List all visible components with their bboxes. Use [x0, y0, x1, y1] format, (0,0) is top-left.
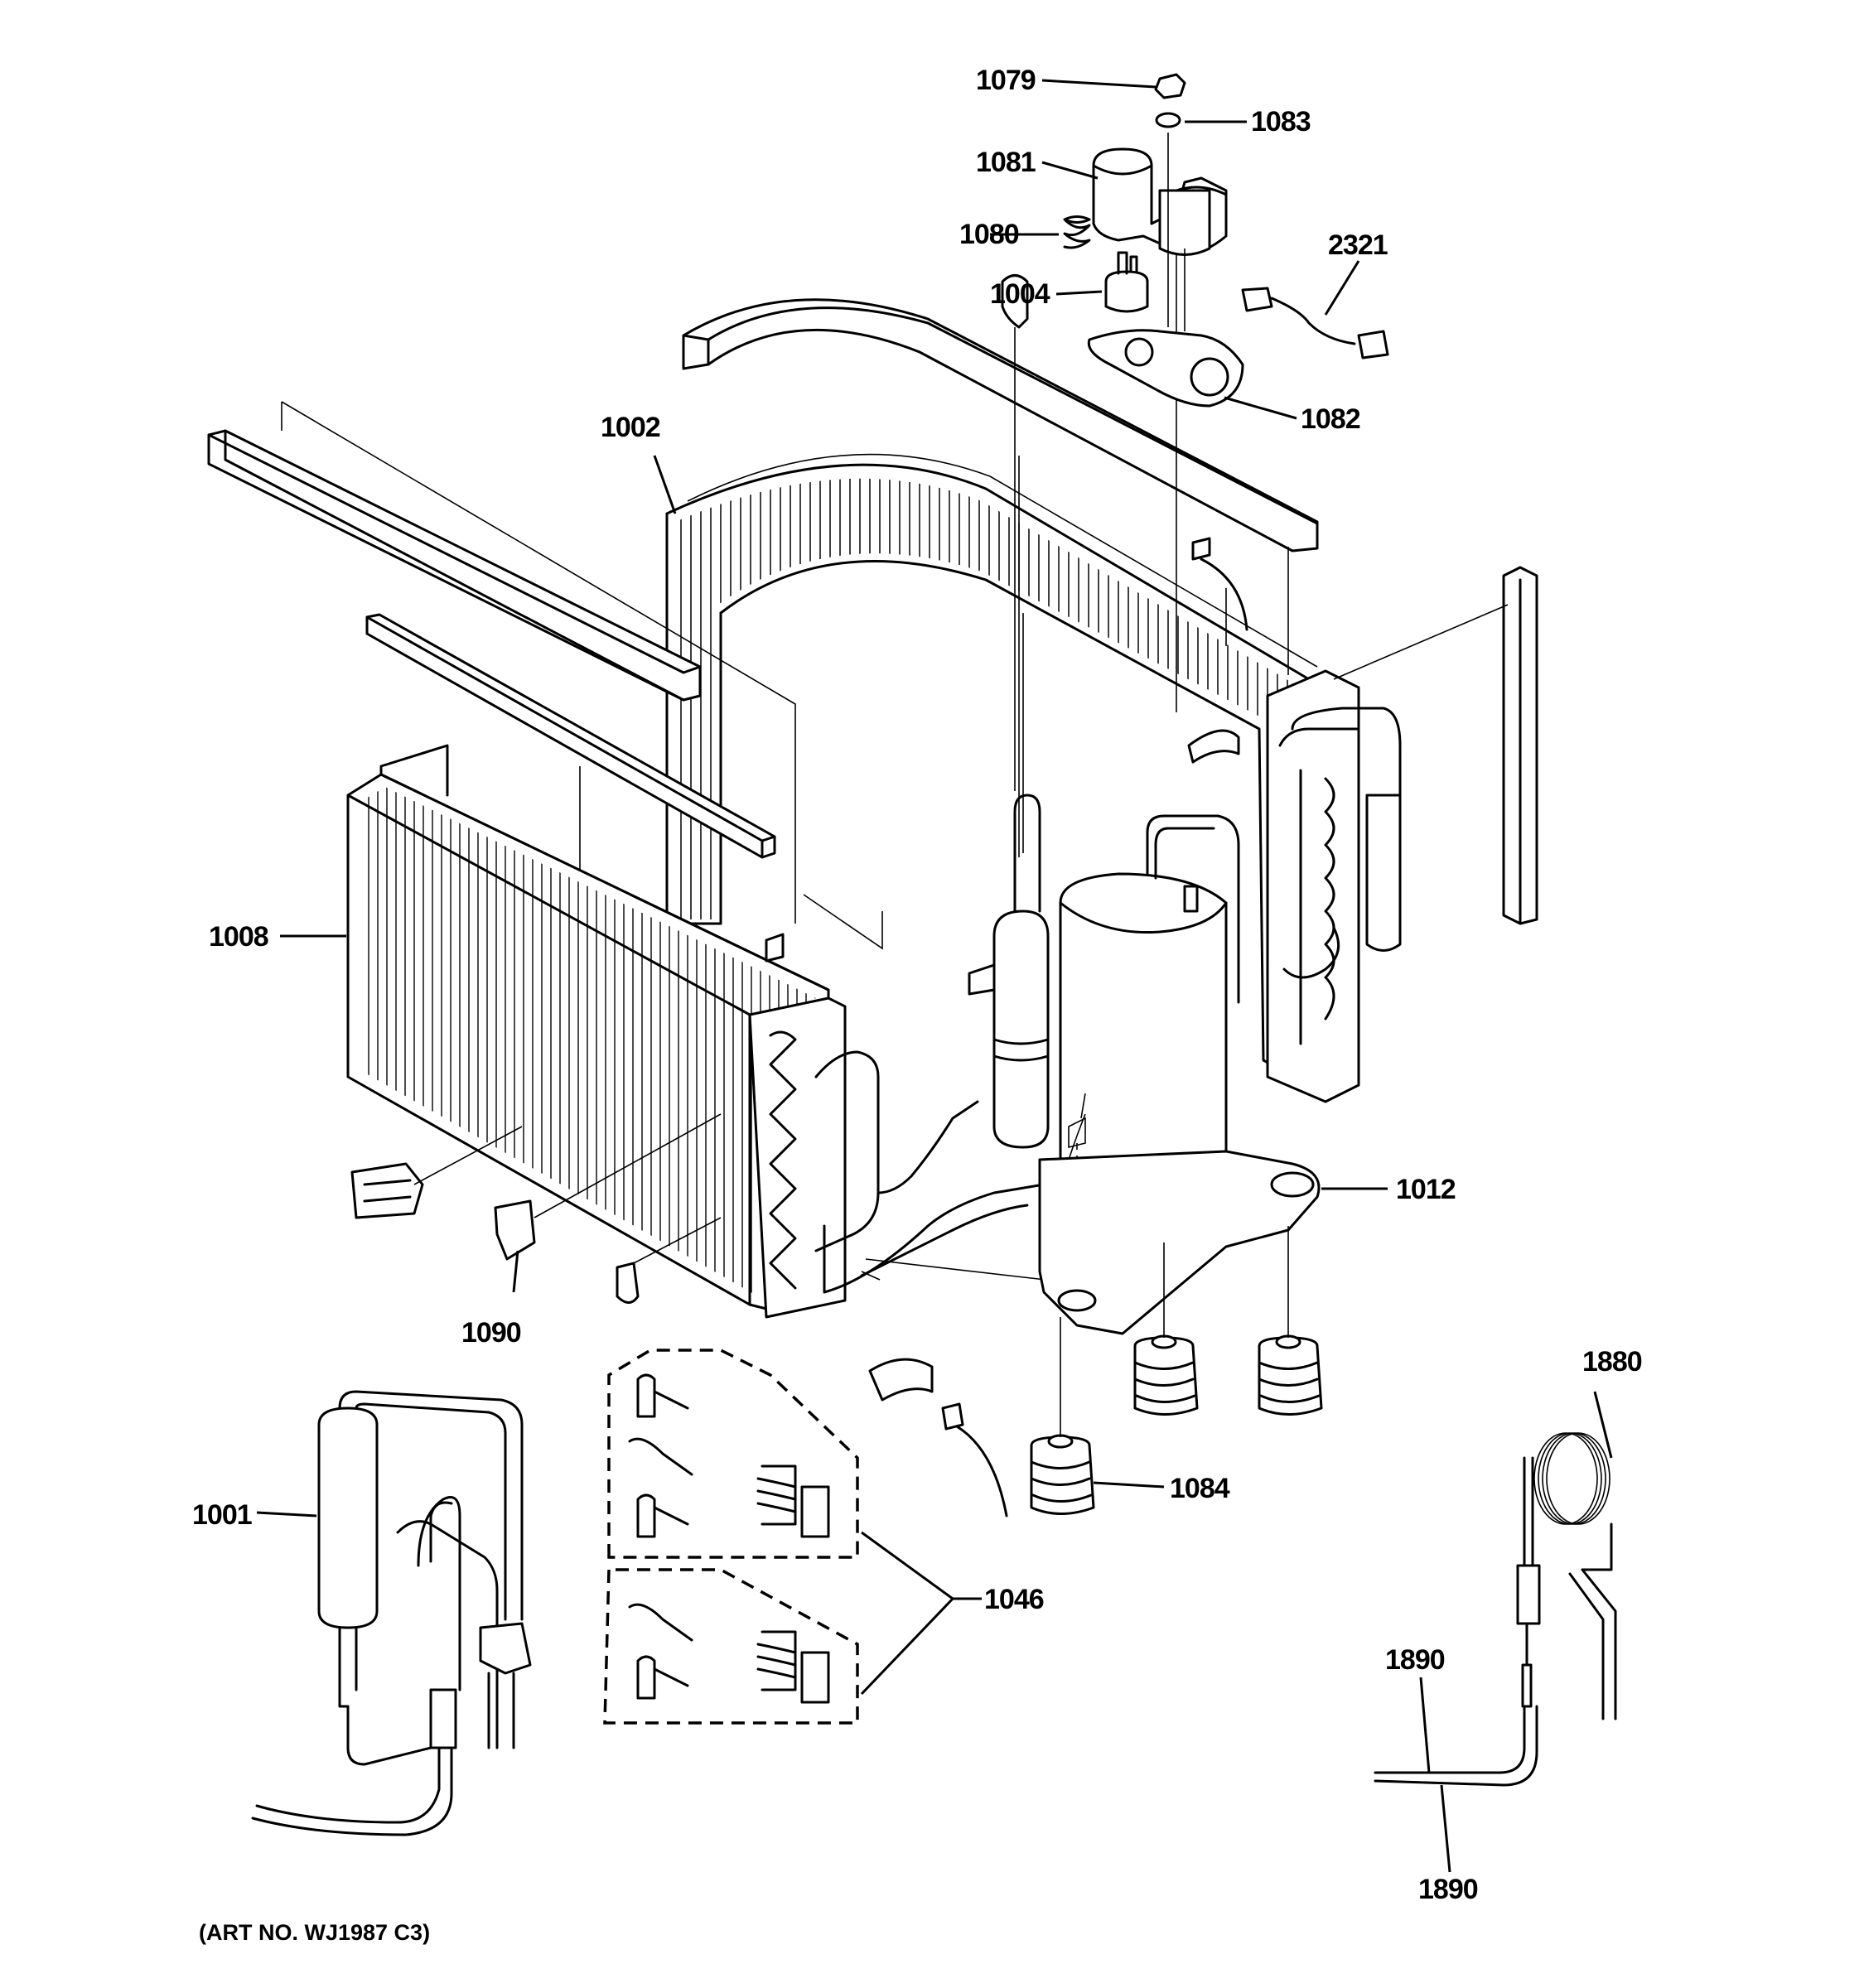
- evaporator-coil-1008: [346, 744, 847, 1319]
- part-labels: 1079 1083 1081 1080 1004 2321 1082 1002 …: [192, 65, 1643, 1945]
- label-1090: 1090: [461, 1317, 521, 1349]
- wiring-harness-kits-1046: [603, 1349, 859, 1725]
- label-1082: 1082: [1301, 403, 1360, 435]
- label-1890-top: 1890: [1385, 1644, 1445, 1676]
- label-1080: 1080: [959, 219, 1019, 250]
- right-insulation-strip: [1502, 566, 1538, 925]
- label-1046: 1046: [984, 1584, 1044, 1615]
- compressor-base-1012: [1038, 1150, 1321, 1335]
- left-insulation-strips: [207, 429, 776, 859]
- label-2321: 2321: [1328, 229, 1388, 261]
- evaporator-tubing: [769, 1030, 1045, 1294]
- condenser-coil-1002: [665, 453, 1318, 1087]
- label-1880: 1880: [1582, 1346, 1642, 1378]
- label-1890-bottom: 1890: [1418, 1874, 1478, 1905]
- assembly-guide-lines: [281, 232, 1509, 1281]
- label-1012: 1012: [1396, 1174, 1456, 1205]
- accumulator: [968, 794, 1050, 1149]
- small-clips: [350, 274, 1248, 1518]
- label-1079: 1079: [976, 65, 1036, 96]
- grommet-a: [1133, 1334, 1199, 1416]
- grommet-c: [1030, 1434, 1095, 1515]
- label-1081: 1081: [976, 147, 1036, 178]
- label-1002: 1002: [601, 412, 660, 443]
- label-1008: 1008: [209, 921, 268, 953]
- label-1004: 1004: [990, 278, 1050, 310]
- label-1084: 1084: [1170, 1473, 1230, 1504]
- condenser-end-plate: [1266, 669, 1402, 1103]
- leader-lines: [256, 79, 1613, 1873]
- mounting-grommets-1084: [1030, 1226, 1323, 1515]
- grommet-b: [1258, 1334, 1323, 1416]
- label-1001: 1001: [192, 1499, 252, 1531]
- dryer-assembly-1001: [251, 1390, 532, 1836]
- art-number: (ART NO. WJ1987 C3): [199, 1920, 430, 1945]
- top-electrical-assembly: [1063, 73, 1389, 408]
- top-insulation-strip: [682, 298, 1319, 552]
- label-1083: 1083: [1251, 106, 1311, 138]
- capillary-tube-assembly: [1374, 1432, 1617, 1787]
